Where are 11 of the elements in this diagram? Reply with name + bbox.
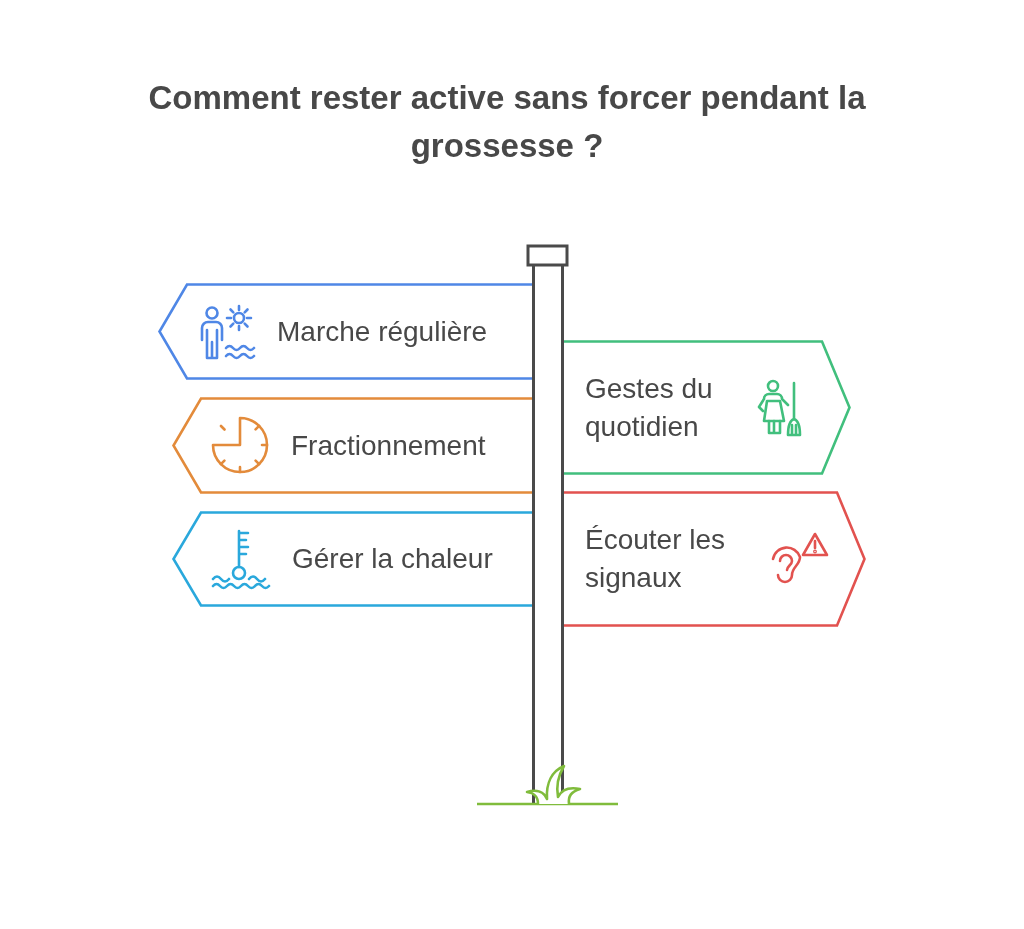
sign-label: Marche régulière [277, 314, 489, 349]
direction-sign [562, 491, 866, 627]
direction-sign [172, 511, 532, 607]
sign-label: Gérer la chaleur [292, 542, 494, 576]
direction-sign [562, 340, 851, 475]
sign-label: Gestes du quotidien [585, 371, 714, 444]
direction-sign [158, 283, 532, 380]
sign-label: Écouter les signaux [585, 523, 727, 595]
direction-sign [172, 397, 532, 494]
diagram-title: Comment rester active sans forcer pendant la grossesse ? [147, 78, 867, 166]
sign-label: Fractionnement [291, 428, 487, 463]
